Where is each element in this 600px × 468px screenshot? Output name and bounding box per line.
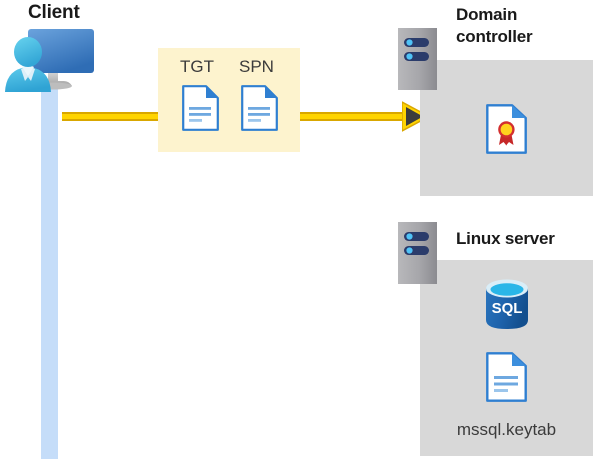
linux-server-label: Linux server	[456, 229, 555, 248]
certificate-document-icon	[486, 104, 527, 154]
domain-controller-server-icon	[398, 28, 437, 90]
spn-label: SPN	[239, 57, 274, 76]
auth-request-arrow-head	[401, 100, 430, 133]
client-label: Client	[28, 2, 80, 23]
keytab-document-icon	[486, 352, 527, 402]
client-computer-user-icon	[4, 26, 96, 94]
keytab-filename-label: mssql.keytab	[456, 420, 557, 439]
domain-controller-label-line1: Domain	[456, 5, 518, 24]
tgt-label: TGT	[180, 57, 214, 76]
domain-controller-label: Domain controller	[456, 4, 596, 48]
spn-document-icon	[241, 85, 278, 131]
client-lifeline	[41, 84, 58, 459]
domain-controller-label-line2: controller	[456, 27, 533, 46]
linux-server-icon	[398, 222, 437, 284]
tgt-document-icon	[182, 85, 219, 131]
sql-database-text: SQL	[492, 300, 523, 317]
sql-database-icon: SQL	[484, 278, 530, 330]
